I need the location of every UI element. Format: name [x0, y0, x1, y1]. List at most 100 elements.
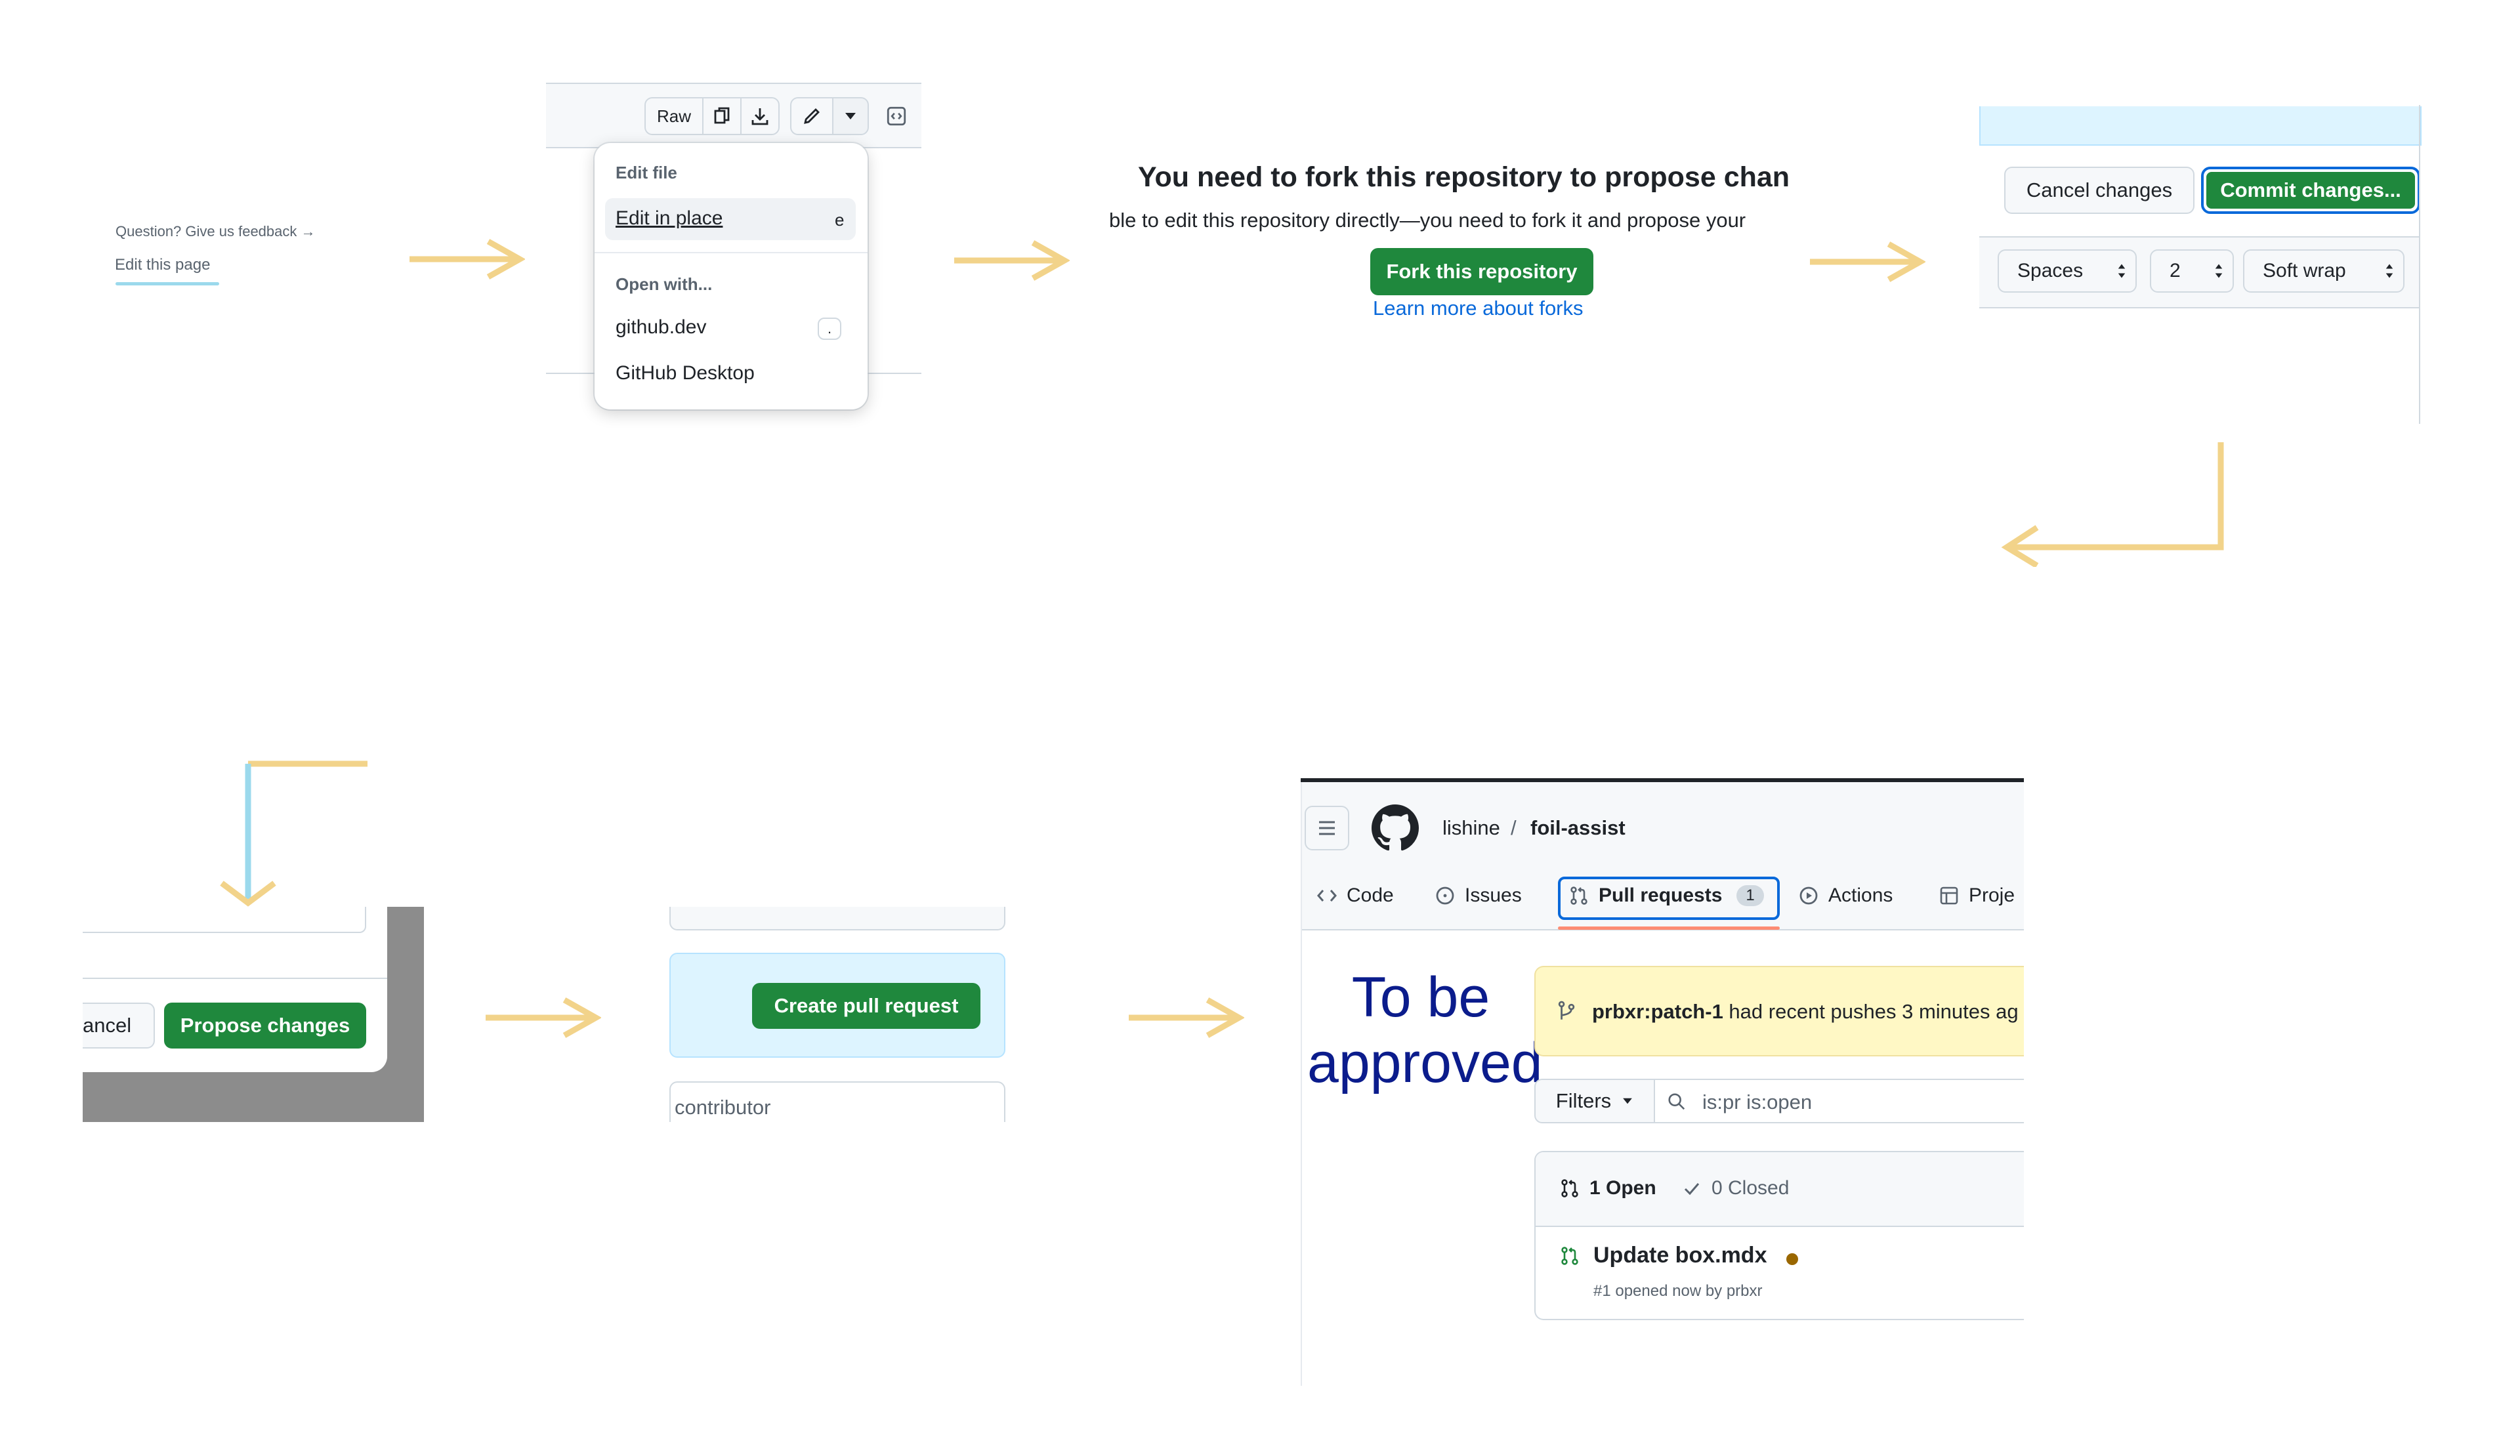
- cancel-changes-label: Cancel changes: [2026, 178, 2173, 201]
- active-tab-underline: [1558, 926, 1780, 930]
- tab-code[interactable]: Code: [1316, 884, 1394, 907]
- menu-button[interactable]: [1305, 806, 1349, 850]
- tab-issues[interactable]: Issues: [1435, 884, 1522, 907]
- select-caret-icon: [2118, 264, 2126, 278]
- select-caret-icon: [2385, 264, 2393, 278]
- propose-changes-label: Propose changes: [180, 1014, 350, 1037]
- create-pr-label: Create pull request: [774, 994, 959, 1017]
- repo-owner[interactable]: lishine: [1442, 816, 1500, 839]
- editor-right-border: [2419, 105, 2420, 424]
- pencil-icon: [804, 108, 820, 124]
- page-left-border: [1301, 782, 1302, 1386]
- copy-icon: [714, 107, 730, 124]
- status-dot[interactable]: [1786, 1253, 1798, 1265]
- wrap-mode-select[interactable]: Soft wrap: [2243, 249, 2404, 293]
- git-pull-request-icon: [1570, 886, 1587, 905]
- select-caret-icon: [2215, 264, 2223, 278]
- tab-pull-requests-content: Pull requests 1: [1568, 884, 1764, 907]
- copy-raw-button[interactable]: [702, 97, 742, 135]
- comparison-box: [669, 907, 1005, 930]
- repo-header: [1301, 782, 2024, 930]
- raw-button[interactable]: Raw: [644, 97, 704, 135]
- menu-divider: [595, 252, 868, 253]
- search-icon: [1668, 1093, 1685, 1110]
- hamburger-icon: [1319, 821, 1335, 835]
- commit-changes-button[interactable]: Commit changes...: [2206, 172, 2415, 209]
- repo-separator: /: [1511, 816, 1517, 839]
- learn-forks-link[interactable]: Learn more about forks: [1373, 297, 1584, 320]
- closed-filter[interactable]: 0 Closed: [1681, 1177, 1789, 1199]
- tab-actions[interactable]: Actions: [1798, 884, 1893, 907]
- approval-annotation: To be approved: [1307, 966, 1543, 1094]
- down-arrow-icon: [220, 760, 368, 907]
- edit-file-header: Edit file: [616, 163, 677, 182]
- right-arrow-icon: [954, 240, 1070, 281]
- edit-link-underline: [116, 282, 219, 285]
- recent-push-banner: [1534, 966, 2024, 1056]
- tab-actions-label: Actions: [1828, 884, 1893, 906]
- fork-repository-button[interactable]: Fork this repository: [1370, 248, 1593, 295]
- edit-in-place-item[interactable]: Edit in place e: [605, 198, 856, 240]
- pr-meta: #1 opened now by prbxr: [1593, 1282, 1763, 1300]
- pr-title-link[interactable]: Update box.mdx: [1593, 1243, 1767, 1268]
- recent-push-text: prbxr:patch-1 had recent pushes 3 minute…: [1592, 1000, 2024, 1024]
- search-input[interactable]: is:pr is:open: [1654, 1079, 2024, 1123]
- push-branch-name[interactable]: prbxr:patch-1: [1592, 1000, 1723, 1023]
- table-icon: [1940, 886, 1958, 905]
- indent-mode-value: Spaces: [2017, 260, 2084, 281]
- commit-message-textarea[interactable]: [83, 907, 366, 933]
- github-desktop-item[interactable]: GitHub Desktop: [616, 362, 755, 384]
- browser-top-border: [1301, 778, 2024, 782]
- download-button[interactable]: [740, 97, 780, 135]
- filters-label: Filters: [1555, 1089, 1612, 1112]
- tab-projects[interactable]: Proje: [1939, 884, 2015, 907]
- indent-size-select[interactable]: 2: [2150, 249, 2234, 293]
- edit-in-place-shortcut: e: [835, 210, 845, 230]
- download-icon: [751, 108, 768, 125]
- indent-mode-select[interactable]: Spaces: [1998, 249, 2137, 293]
- tab-code-label: Code: [1347, 884, 1394, 906]
- open-count: 1 Open: [1589, 1177, 1656, 1199]
- wrap-mode-value: Soft wrap: [2263, 260, 2346, 281]
- fork-explanation: ble to edit this repository directly—you…: [1109, 209, 1746, 232]
- github-logo-icon[interactable]: [1372, 804, 1419, 852]
- symbols-button[interactable]: [877, 97, 916, 135]
- cancel-changes-button[interactable]: Cancel changes: [2004, 167, 2194, 214]
- tab-pull-requests[interactable]: [1558, 877, 1780, 920]
- create-pull-request-button[interactable]: Create pull request: [752, 983, 980, 1029]
- editor-info-banner: [1979, 106, 2422, 146]
- issue-opened-icon: [1436, 886, 1454, 905]
- git-pull-request-open-icon: [1561, 1247, 1578, 1265]
- tab-pull-requests-label: Pull requests: [1599, 884, 1723, 906]
- github-dev-item[interactable]: github.dev: [616, 316, 707, 338]
- fork-heading: You need to fork this repository to prop…: [1138, 161, 1790, 193]
- repo-name[interactable]: foil-assist: [1530, 816, 1626, 839]
- right-arrow-icon: [1810, 241, 1925, 282]
- fork-button-label: Fork this repository: [1386, 260, 1578, 283]
- code-icon: [1317, 890, 1337, 902]
- edit-file-button[interactable]: [790, 97, 833, 135]
- commit-changes-label: Commit changes...: [2220, 178, 2401, 201]
- edit-options-button[interactable]: [832, 97, 869, 135]
- tab-issues-label: Issues: [1465, 884, 1522, 906]
- code-square-icon: [887, 106, 906, 126]
- propose-cancel-button[interactable]: ancel: [83, 1003, 155, 1049]
- tab-projects-label: Proje: [1969, 884, 2015, 906]
- right-arrow-icon: [410, 239, 525, 280]
- open-filter[interactable]: 1 Open: [1559, 1177, 1656, 1199]
- pull-request-count-badge: 1: [1736, 885, 1764, 906]
- edit-this-page-link[interactable]: Edit this page: [115, 256, 211, 274]
- edit-dropdown-menu: Edit file Edit in place e Open with... g…: [595, 143, 868, 409]
- triangle-down-icon: [1623, 1098, 1633, 1104]
- return-arrow-icon: [2001, 442, 2224, 567]
- pr-list-header: [1536, 1152, 2024, 1227]
- closed-count: 0 Closed: [1712, 1177, 1790, 1199]
- feedback-question[interactable]: Question? Give us feedback →: [116, 223, 316, 239]
- indent-size-value: 2: [2170, 260, 2181, 281]
- propose-changes-button[interactable]: Propose changes: [164, 1003, 366, 1049]
- triangle-down-icon: [845, 113, 856, 119]
- search-query: is:pr is:open: [1702, 1091, 1813, 1113]
- right-arrow-icon: [486, 997, 601, 1038]
- filters-button[interactable]: Filters: [1534, 1079, 1655, 1123]
- right-arrow-icon: [1129, 997, 1244, 1038]
